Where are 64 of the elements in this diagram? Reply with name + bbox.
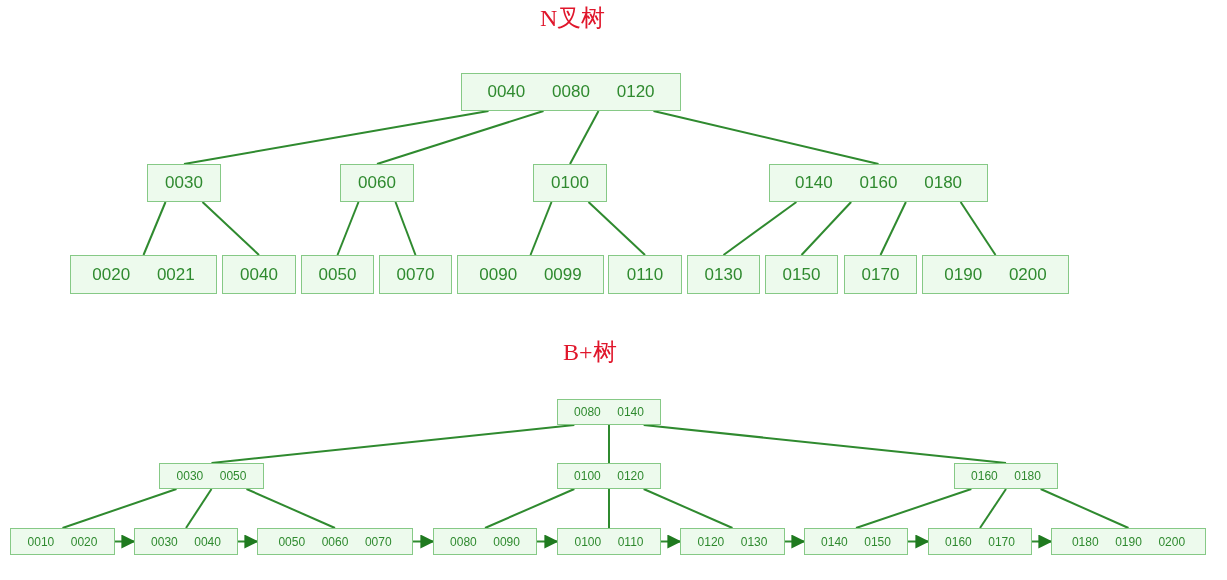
key-node-box: 0090 0099 [457,255,604,294]
connector-line [376,110,545,165]
key-node-box: 0100 [533,164,607,202]
connector-line [642,424,1007,464]
connector-line [855,488,973,529]
key-node-box: 0050 [301,255,374,294]
connector-line [61,488,178,529]
connector-line [394,201,417,256]
connector-line [201,201,260,256]
connector-line [1039,488,1130,529]
arrow [237,534,259,549]
connector-line [587,201,646,256]
connector-line [185,488,213,529]
key-node-box: 0140 0160 0180 [769,164,988,202]
connector-line [484,488,576,529]
key-node-box: 0070 [379,255,452,294]
key-node-box: 0030 [147,164,221,202]
key-node-box: 0100 0110 [557,528,661,555]
connector-line [879,201,907,256]
arrow [1031,534,1053,549]
connector-line [210,424,576,464]
key-node-box: 0030 0050 [159,463,264,489]
key-node-box: 0030 0040 [134,528,238,555]
arrow [907,534,930,549]
key-node-box: 0050 0060 0070 [257,528,413,555]
arrow [114,534,136,549]
key-node-box: 0060 [340,164,414,202]
key-node-box: 0130 [687,255,760,294]
key-node-box: 0040 [222,255,296,294]
key-node-box: 0080 0090 [433,528,537,555]
arrow [660,534,682,549]
key-node-box: 0100 0120 [557,463,661,489]
connector-line [722,201,798,256]
key-node-box: 0110 [608,255,682,294]
arrow [412,534,435,549]
key-node-box: 0150 [765,255,838,294]
connector-line [979,488,1007,529]
connector-line [569,110,600,165]
arrow [536,534,559,549]
key-node-box: 0190 0200 [922,255,1069,294]
key-node-box: 0020 0021 [70,255,217,294]
connector-line [959,201,997,256]
connector-line [608,488,610,529]
key-node-box: 0160 0170 [928,528,1032,555]
connector-line [183,110,490,165]
key-node-box: 0080 0140 [557,399,661,425]
key-node-box: 0120 0130 [680,528,785,555]
connector-line [245,488,336,529]
arrow [784,534,806,549]
connector-line [142,201,167,256]
connector-line [652,110,880,165]
connector-line [336,201,360,256]
tree-heading: B+树 [563,338,617,367]
key-node-box: 0140 0150 [804,528,908,555]
key-node-box: 0170 [844,255,917,294]
key-node-box: 0010 0020 [10,528,115,555]
key-node-box: 0160 0180 [954,463,1058,489]
connector-line [608,424,610,464]
connector-line [642,488,734,529]
key-node-box: 0180 0190 0200 [1051,528,1206,555]
connector-line [800,201,853,256]
key-node-box: 0040 0080 0120 [461,73,681,111]
diagram-title: N叉树 [540,4,606,33]
connector-line [529,201,553,256]
